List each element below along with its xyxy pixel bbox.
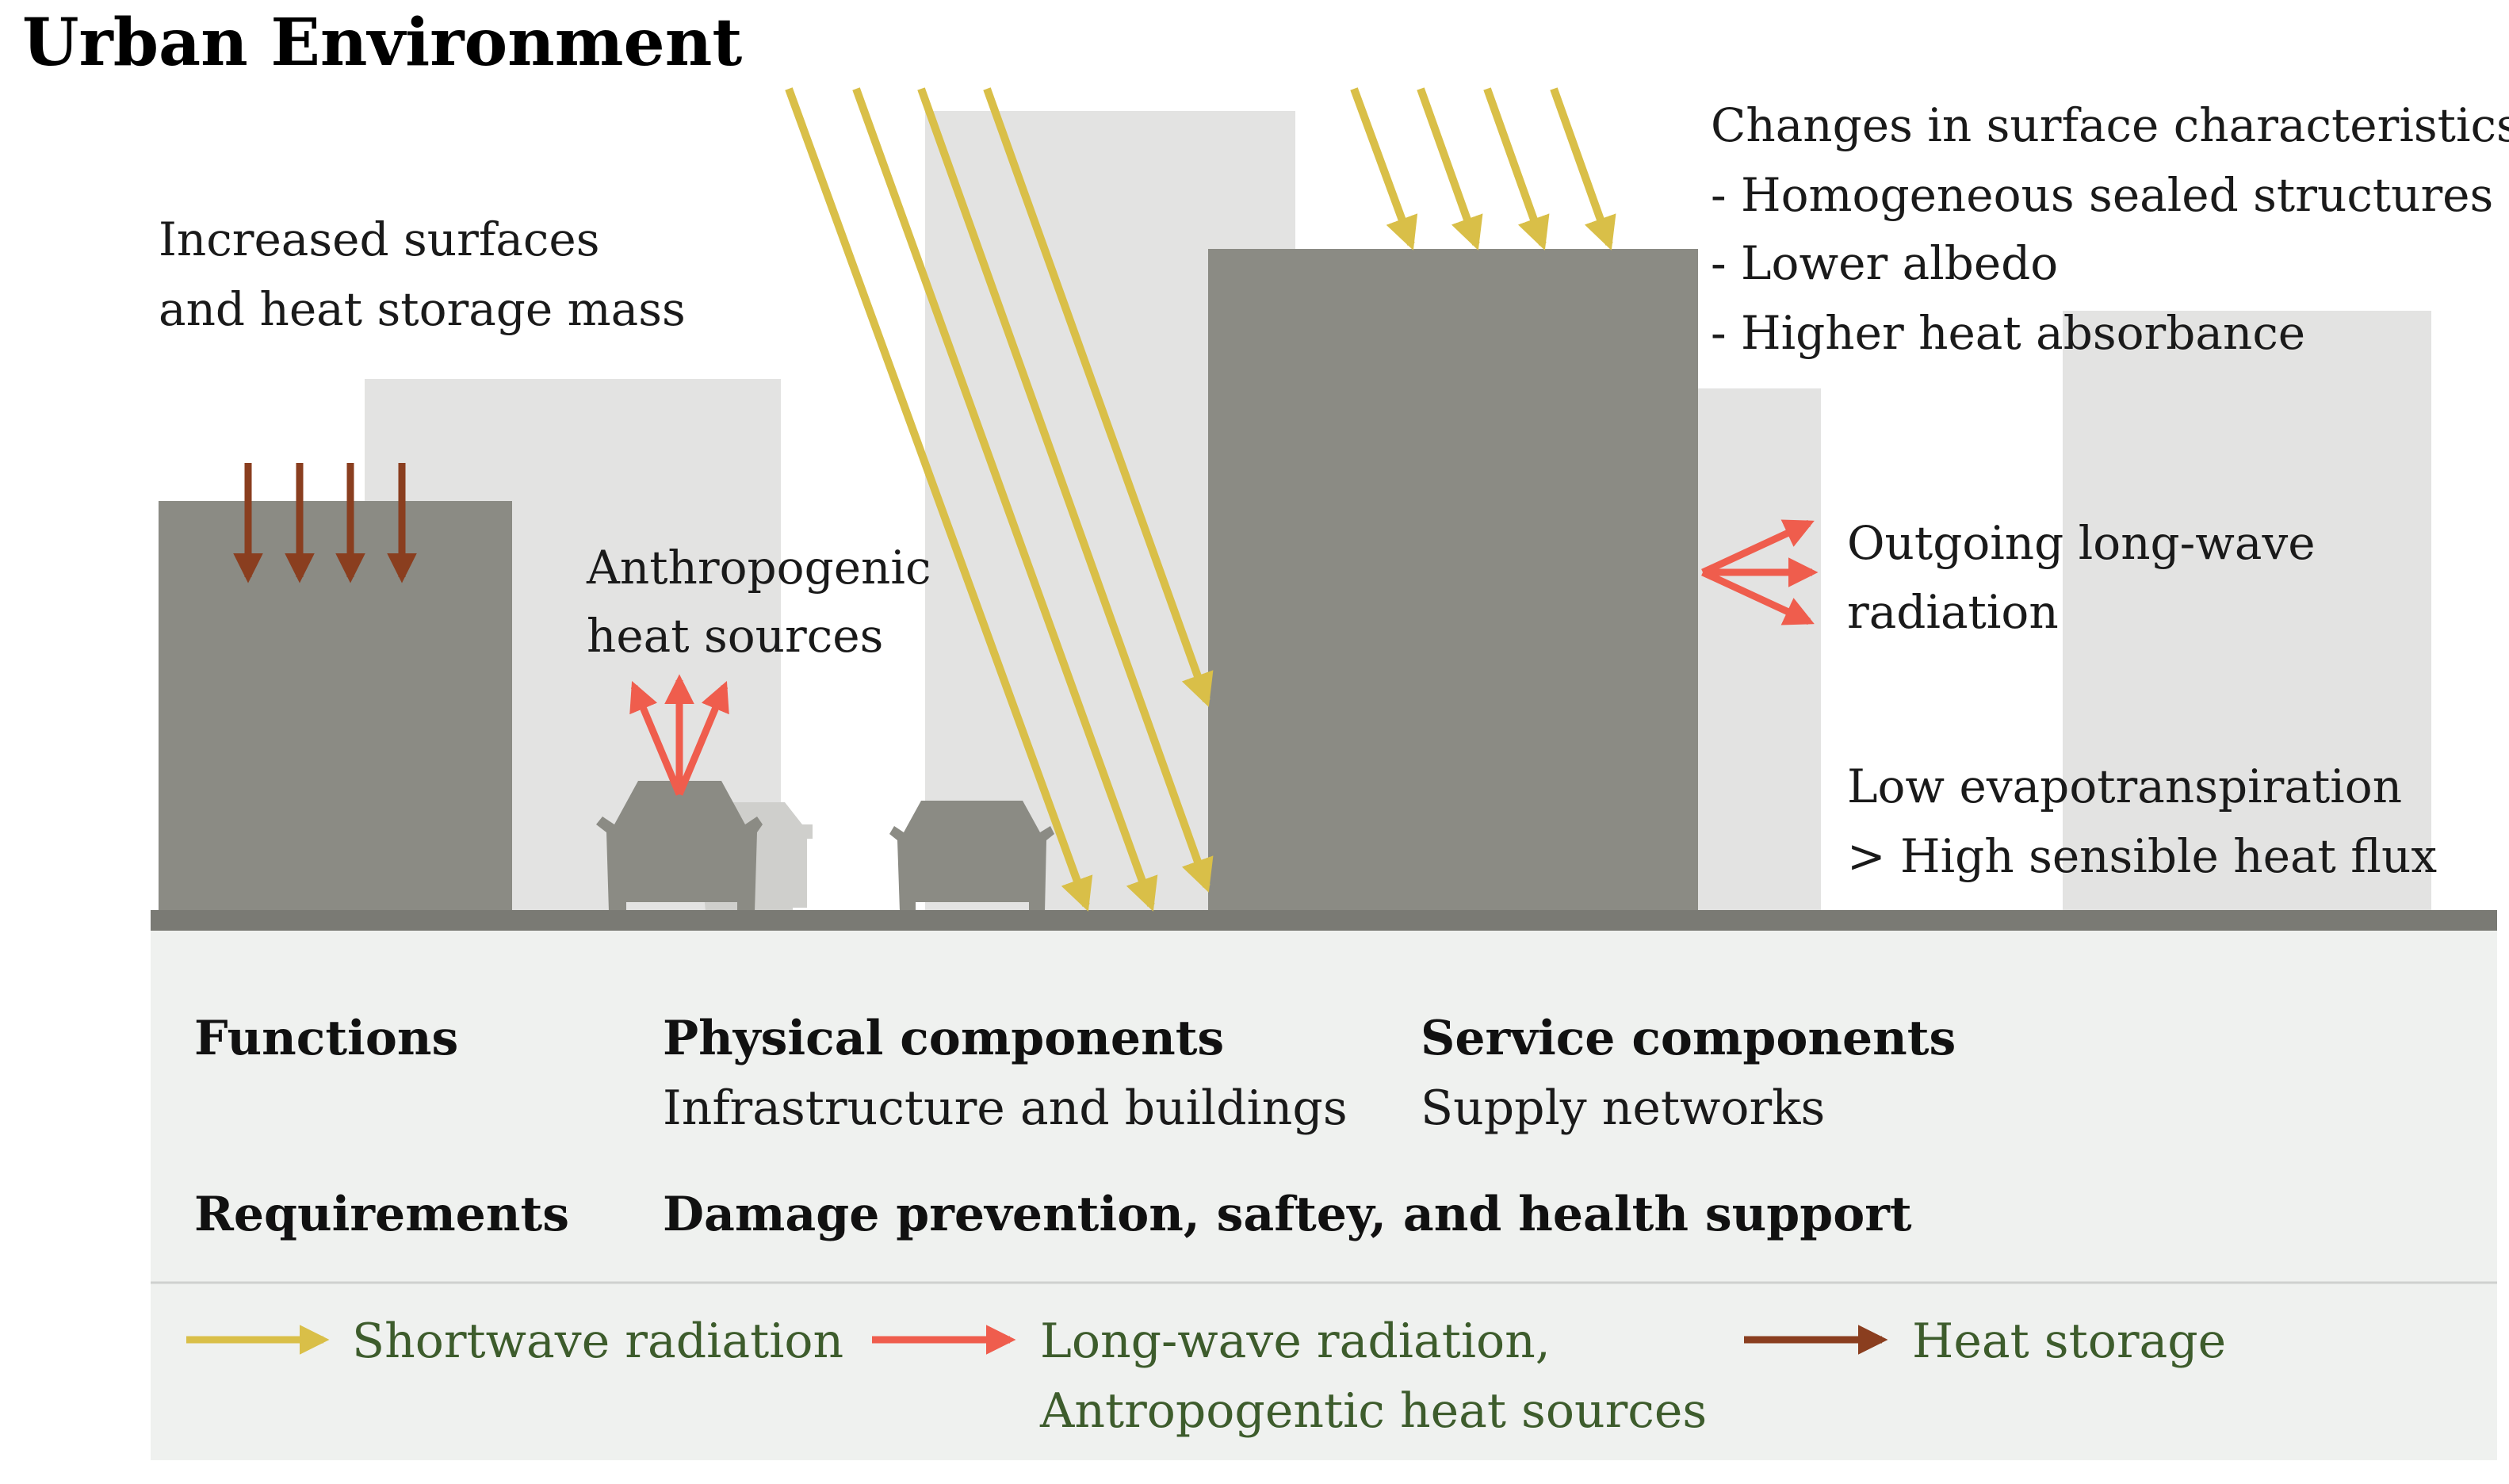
legend: Shortwave radiation Long-wave radiation,… bbox=[186, 1314, 2226, 1439]
physical-components-value: Infrastructure and buildings bbox=[663, 1080, 1348, 1136]
components-table: Functions Physical components Infrastruc… bbox=[194, 1011, 1956, 1242]
annotation-anthropogenic-line-1: Anthropogenic bbox=[586, 541, 931, 595]
heat-storage-arrows bbox=[233, 463, 417, 583]
annotation-anthropogenic-line-2: heat sources bbox=[587, 609, 883, 663]
outgoing-longwave-arrows bbox=[1701, 519, 1819, 625]
physical-components-header: Physical components bbox=[663, 1011, 1224, 1066]
annotation-surfaces: Increased surfaces and heat storage mass bbox=[159, 212, 686, 336]
annotation-outgoing-line-1: Outgoing long-wave bbox=[1847, 516, 2316, 570]
legend-longwave-label-2: Antropogentic heat sources bbox=[1039, 1383, 1707, 1439]
shortwave-arrows-roof bbox=[1350, 87, 1616, 251]
annotation-anthropogenic: Anthropogenic heat sources bbox=[586, 541, 931, 663]
annotation-outgoing-line-2: radiation bbox=[1847, 585, 2059, 639]
service-components-value: Supply networks bbox=[1421, 1080, 1825, 1136]
annotation-evapo-line-1: Low evapotranspiration bbox=[1847, 759, 2402, 813]
car-front-left bbox=[596, 781, 763, 912]
diagram-title: Urban Environment bbox=[22, 5, 742, 81]
annotation-surfaces-line-1: Increased surfaces bbox=[159, 212, 600, 266]
annotation-surface-changes-line-2: - Homogeneous sealed structures bbox=[1711, 168, 2493, 222]
requirements-value: Damage prevention, saftey, and health su… bbox=[663, 1187, 1912, 1242]
annotation-surface-changes-line-3: - Lower albedo bbox=[1711, 236, 2058, 290]
building-dark-left bbox=[159, 501, 512, 912]
legend-shortwave-label: Shortwave radiation bbox=[352, 1314, 843, 1369]
shortwave-arrows-diagonal bbox=[785, 87, 1214, 912]
anthropogenic-heat-arrows bbox=[629, 674, 729, 796]
car-front-right bbox=[889, 801, 1054, 912]
annotation-surface-changes-line-4: - Higher heat absorbance bbox=[1711, 306, 2305, 360]
functions-label: Functions bbox=[194, 1011, 458, 1066]
legend-storage-label: Heat storage bbox=[1912, 1314, 2226, 1369]
legend-longwave-label-1: Long-wave radiation, bbox=[1040, 1314, 1551, 1369]
service-components-header: Service components bbox=[1421, 1011, 1956, 1066]
requirements-label: Requirements bbox=[194, 1187, 569, 1242]
building-dark-tall bbox=[1208, 249, 1698, 912]
annotation-surface-changes-line-1: Changes in surface characteristics bbox=[1711, 98, 2509, 152]
annotation-surfaces-line-2: and heat storage mass bbox=[159, 282, 686, 336]
annotation-evapo-line-2: > High sensible heat flux bbox=[1847, 829, 2437, 883]
ground-line bbox=[151, 910, 2497, 931]
building-light-3 bbox=[1698, 388, 1821, 912]
annotation-outgoing: Outgoing long-wave radiation bbox=[1847, 516, 2316, 639]
building-light-4 bbox=[2063, 311, 2431, 912]
info-panel bbox=[151, 931, 2497, 1460]
annotation-evapotranspiration: Low evapotranspiration > High sensible h… bbox=[1847, 759, 2437, 883]
annotation-surface-changes: Changes in surface characteristics - Hom… bbox=[1711, 98, 2509, 360]
